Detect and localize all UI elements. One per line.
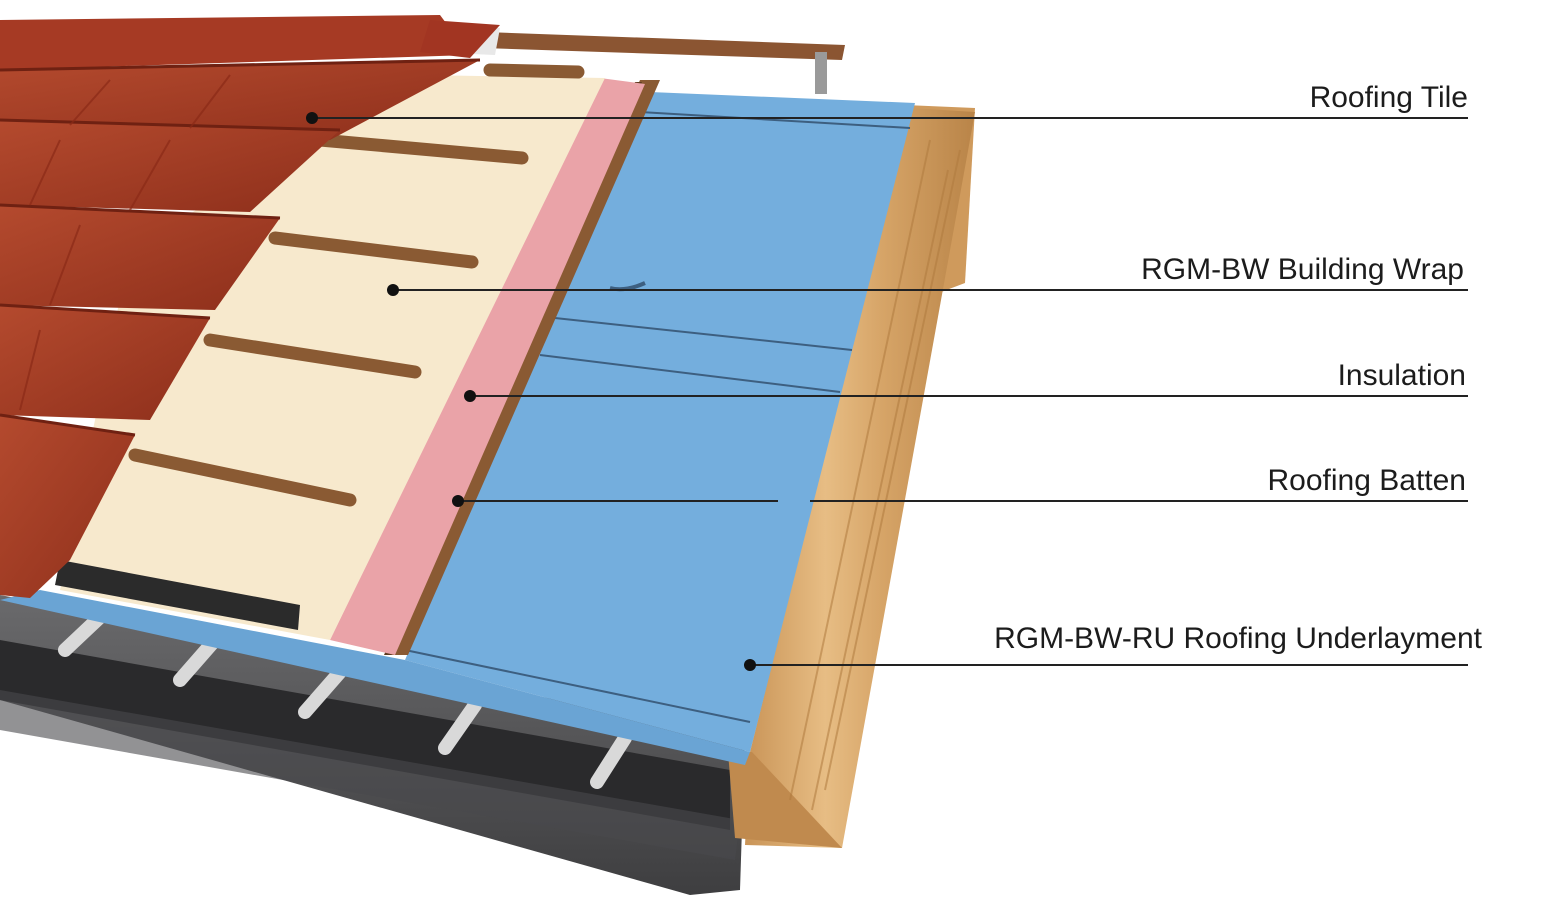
insulation-strip <box>330 78 645 655</box>
callout-underlayment <box>744 659 1468 671</box>
label-building-wrap: RGM-BW Building Wrap <box>1141 253 1464 286</box>
gutter <box>0 595 745 895</box>
callout-roofing-tile <box>306 112 1468 124</box>
label-underlayment: RGM-BW-RU Roofing Underlayment <box>994 622 1483 655</box>
roofing-underlayment <box>0 92 915 765</box>
callout-leaders <box>306 112 1468 671</box>
gutter-brackets <box>58 610 632 789</box>
label-roofing-tile: Roofing Tile <box>1310 81 1468 114</box>
roofing-battens <box>128 63 585 507</box>
callout-building-wrap <box>387 284 1468 296</box>
roofing-tiles <box>0 15 500 598</box>
callout-insulation <box>464 390 1468 402</box>
callout-labels: Roofing Tile RGM-BW Building Wrap Insula… <box>994 81 1483 655</box>
callout-roofing-batten <box>452 495 1468 507</box>
label-roofing-batten: Roofing Batten <box>1268 464 1466 497</box>
label-insulation: Insulation <box>1338 359 1466 392</box>
timber-rafter <box>728 105 975 848</box>
